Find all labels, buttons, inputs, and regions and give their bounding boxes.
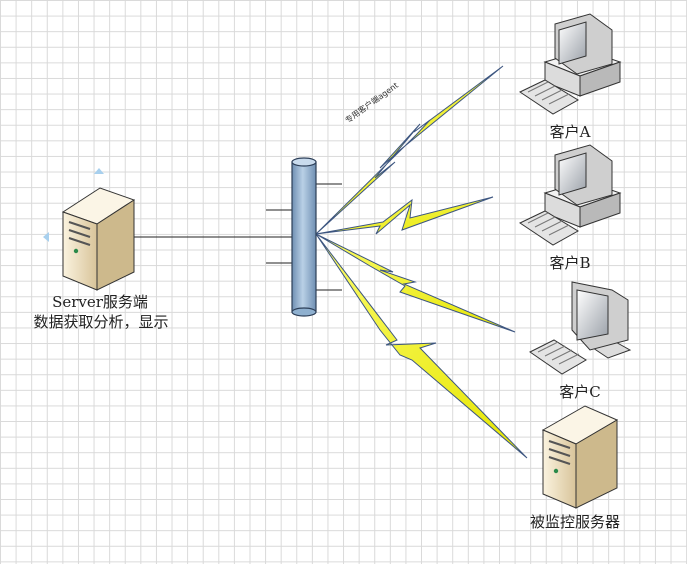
keyboard-icon: [518, 79, 579, 115]
keyboard-icon: [529, 339, 587, 375]
desktop-computer-icon-b: [518, 144, 622, 246]
server-tower-icon: [61, 187, 136, 291]
selection-handle-icon[interactable]: [43, 168, 104, 242]
lightning-link-client-c: [315, 233, 516, 333]
lightning-link-client-a: [315, 65, 504, 235]
desktop-computer-icon-a: [518, 13, 622, 115]
server-tower-icon-monitored: [541, 405, 619, 509]
monitor-icon: [529, 281, 632, 375]
client-b-label: 客户B: [549, 254, 591, 272]
lightning-link-monitored-server: [315, 233, 528, 459]
bus-stubs: [266, 183, 342, 291]
keyboard-icon: [518, 210, 579, 246]
client-c-label: 客户C: [559, 383, 601, 401]
monitored-server-label: 被监控服务器: [529, 513, 620, 531]
client-a-label: 客户A: [549, 123, 591, 141]
network-bus-icon: [291, 157, 317, 317]
server-label-line2: 数据获取分析，显示: [33, 313, 169, 331]
server-label-line1: Server服务端: [52, 293, 148, 311]
lightning-link-client-b: [315, 196, 494, 235]
